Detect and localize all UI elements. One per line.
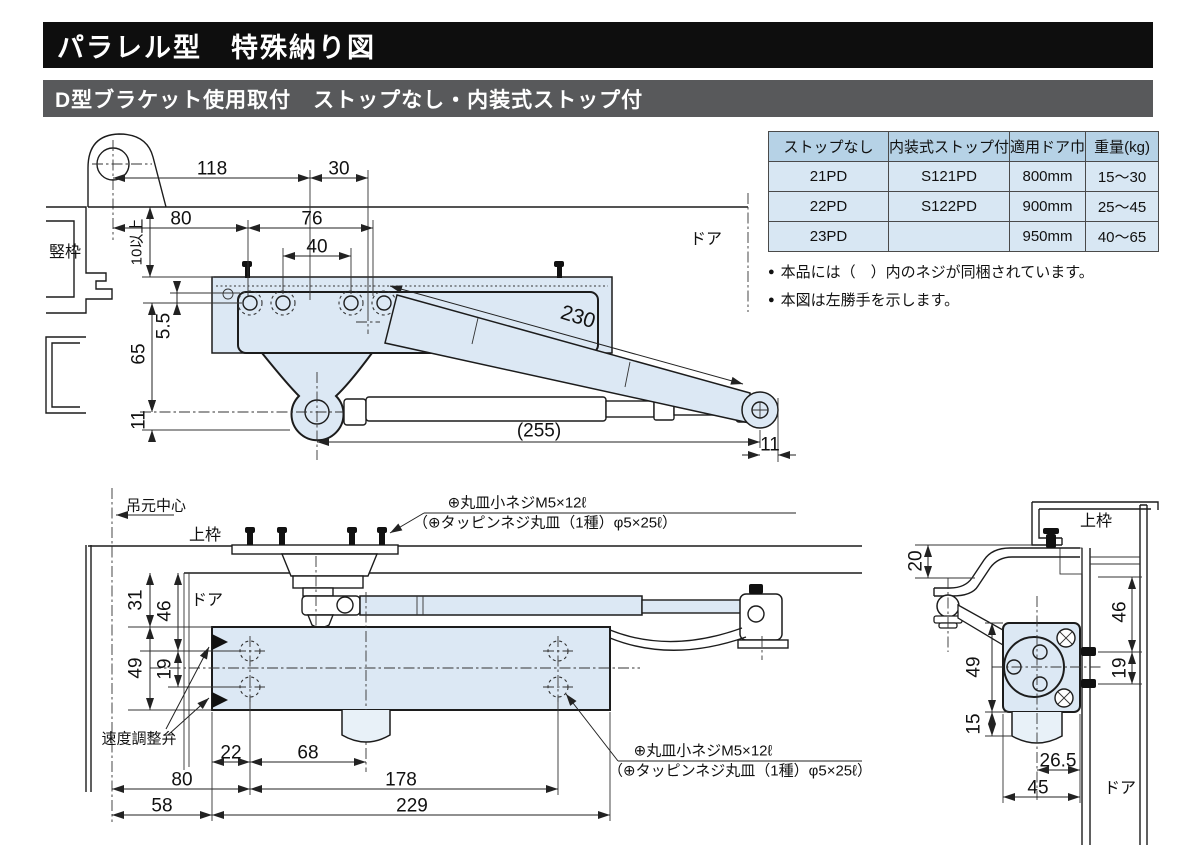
dim-30: 30 — [328, 158, 350, 180]
spec-table-cell: S122PD — [887, 191, 1011, 222]
screw-note-line1: ⊕丸皿小ネジM5×12ℓ — [633, 742, 773, 760]
dim-76: 76 — [301, 208, 323, 230]
dim-46-side: 46 — [1109, 601, 1131, 623]
dim-40: 40 — [306, 236, 328, 258]
dim-11: 11 — [128, 410, 150, 430]
spec-table-cell — [887, 221, 1011, 252]
frame-label: 竪枠 — [48, 244, 82, 261]
dim-46: 46 — [154, 600, 176, 622]
spec-table-cell: 25〜45 — [1085, 191, 1160, 222]
dim-19: 19 — [154, 658, 176, 680]
dim-10min: 10以上 — [128, 218, 146, 266]
title-bar: パラレル型 特殊納り図 — [43, 22, 1153, 68]
spec-table-header: ストップなし — [768, 131, 889, 162]
page-subtitle: D型ブラケット使用取付 ストップなし・内装式ストップ付 — [55, 88, 644, 112]
screw-note-line2: （⊕タッピンネジ丸皿（1種）φ5×25ℓ） — [413, 514, 677, 532]
top-frame-label: 上枠 — [188, 527, 222, 544]
spec-table-header: 重量(kg) — [1085, 131, 1160, 162]
dim-68: 68 — [297, 742, 319, 764]
spec-table-head: ストップなし内装式ストップ付適用ドア巾重量(kg) — [768, 131, 1160, 162]
spec-table-header: 適用ドア巾 — [1009, 131, 1087, 162]
spec-table-cell: 40〜65 — [1085, 221, 1160, 252]
table-header-row: ストップなし内装式ストップ付適用ドア巾重量(kg) — [768, 131, 1160, 162]
door-label: ドア — [1103, 780, 1137, 797]
dim-118: 118 — [196, 158, 228, 180]
dim-80: 80 — [170, 208, 192, 230]
spec-table-cell: 21PD — [768, 161, 889, 192]
dim-229: 229 — [396, 795, 428, 817]
note-item: 本図は左勝手を示します。 — [768, 289, 960, 310]
valve-label: 速度調整弁 — [101, 730, 177, 748]
dim-178: 178 — [385, 769, 417, 791]
screw-note-line1: ⊕丸皿小ネジM5×12ℓ — [447, 494, 587, 512]
hinge-center-label: 吊元中心 — [125, 497, 187, 515]
dim-31: 31 — [125, 589, 147, 611]
spec-table-cell: S121PD — [887, 161, 1011, 192]
spec-table-header: 内装式ストップ付 — [887, 131, 1011, 162]
dim-45: 45 — [1027, 777, 1049, 799]
dim-20: 20 — [905, 550, 927, 572]
dim-65: 65 — [128, 343, 150, 365]
spec-table-cell: 900mm — [1009, 191, 1087, 222]
door-label: ドア — [689, 231, 723, 248]
door-label: ドア — [190, 592, 224, 609]
bottom-view-drawing — [85, 488, 862, 822]
dim-5-5: 5.5 — [153, 312, 175, 340]
dim-11-shoe: 11 — [760, 434, 780, 456]
dim-49-side: 49 — [963, 656, 985, 678]
spec-table-cell: 22PD — [768, 191, 889, 222]
dim-80b: 80 — [171, 769, 193, 791]
spec-table-cell: 23PD — [768, 221, 889, 252]
page-title: パラレル型 特殊納り図 — [57, 32, 376, 63]
dim-15: 15 — [963, 713, 985, 735]
dim-255: (255) — [516, 420, 562, 442]
spec-table-cell: 15〜30 — [1085, 161, 1160, 192]
note-item: 本品には（ ）内のネジが同梱されています。 — [768, 261, 1094, 282]
spec-table-cell: 950mm — [1009, 221, 1087, 252]
spec-table-cell: 800mm — [1009, 161, 1087, 192]
dim-58: 58 — [151, 795, 173, 817]
screw-note-line2: （⊕タッピンネジ丸皿（1種）φ5×25ℓ） — [608, 762, 872, 780]
top-view-drawing — [45, 133, 796, 462]
dim-22: 22 — [220, 742, 242, 764]
dim-19-side: 19 — [1109, 657, 1131, 679]
side-view-drawing — [915, 501, 1159, 845]
dim-26-5: 26.5 — [1039, 750, 1077, 772]
dim-49: 49 — [125, 657, 147, 679]
top-frame-label: 上枠 — [1079, 513, 1113, 530]
subtitle-bar: D型ブラケット使用取付 ストップなし・内装式ストップ付 — [43, 80, 1153, 117]
